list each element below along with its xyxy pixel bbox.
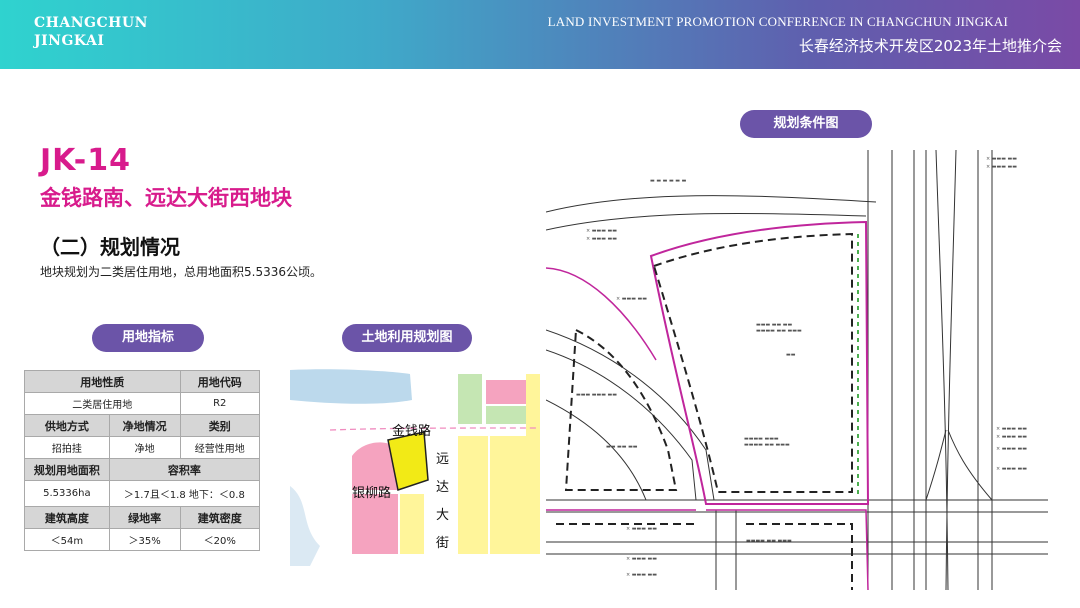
road-label-yuanda-2: 达 xyxy=(436,480,450,495)
table-header-density: 建筑密度 xyxy=(179,506,261,529)
table-cell-land-nature: 二类居住用地 xyxy=(24,392,181,415)
highlight-parcel xyxy=(387,431,429,491)
plan-map-label: 规划条件图 xyxy=(740,110,872,138)
table-cell-green: ＞35% xyxy=(108,528,181,551)
svg-text:× ▬▬▬ ▬▬: × ▬▬▬ ▬▬ xyxy=(986,156,1017,162)
svg-text:× ▬▬▬ ▬▬: × ▬▬▬ ▬▬ xyxy=(586,236,617,242)
table-header-land-nature: 用地性质 xyxy=(24,370,181,393)
svg-text:▬▬ ▬▬ ▬▬: ▬▬ ▬▬ ▬▬ xyxy=(606,444,638,450)
residential-parcel-d xyxy=(526,374,540,554)
table-cell-land-code: R2 xyxy=(179,392,261,415)
planning-conditions-drawing: ▬ ▬ ▬ ▬ ▬ ▬ × ▬▬▬ ▬▬ × ▬▬▬ ▬▬ × ▬▬▬ ▬▬ ×… xyxy=(546,150,1048,590)
svg-text:▬▬▬ ▬▬ ▬▬: ▬▬▬ ▬▬ ▬▬ xyxy=(756,322,793,328)
svg-text:× ▬▬▬ ▬▬: × ▬▬▬ ▬▬ xyxy=(626,526,657,532)
svg-text:× ▬▬▬ ▬▬: × ▬▬▬ ▬▬ xyxy=(626,556,657,562)
table-header-far: 容积率 xyxy=(108,458,261,481)
svg-text:▬▬▬▬ ▬▬ ▬▬▬: ▬▬▬▬ ▬▬ ▬▬▬ xyxy=(746,538,792,544)
landuse-map: 金钱路 银柳路 远 达 大 街 xyxy=(290,366,540,566)
table-cell-height: ＜54m xyxy=(24,528,110,551)
road-label-yuanda-4: 街 xyxy=(436,536,450,551)
road-label-yuanda-3: 大 xyxy=(436,508,450,523)
svg-text:▬ ▬ ▬ ▬ ▬ ▬: ▬ ▬ ▬ ▬ ▬ ▬ xyxy=(650,178,687,184)
table-header-height: 建筑高度 xyxy=(24,506,110,529)
conference-title-en: LAND INVESTMENT PROMOTION CONFERENCE IN … xyxy=(547,14,1008,29)
svg-text:× ▬▬▬ ▬▬: × ▬▬▬ ▬▬ xyxy=(626,572,657,578)
table-cell-far: ＞1.7且＜1.8 地下：＜0.8 xyxy=(108,480,261,507)
road-label-yinliu: 银柳路 xyxy=(352,486,392,501)
residential-parcel-a xyxy=(400,494,424,554)
parcel-name: 金钱路南、远达大街西地块 xyxy=(40,186,292,210)
landuse-map-label: 土地利用规划图 xyxy=(342,324,472,352)
svg-text:× ▬▬▬ ▬▬: × ▬▬▬ ▬▬ xyxy=(586,228,617,234)
table-header-area: 规划用地面积 xyxy=(24,458,110,481)
water-body xyxy=(290,369,412,404)
svg-text:× ▬▬▬ ▬▬: × ▬▬▬ ▬▬ xyxy=(996,426,1027,432)
header-banner: CHANGCHUN JINGKAI LAND INVESTMENT PROMOT… xyxy=(0,0,1080,69)
site-boundary xyxy=(649,220,870,505)
svg-text:▬▬: ▬▬ xyxy=(786,352,796,358)
landuse-map-graphic xyxy=(290,366,540,566)
svg-text:▬▬▬▬ ▬▬ ▬▬▬: ▬▬▬▬ ▬▬ ▬▬▬ xyxy=(756,328,802,334)
green-strip-a xyxy=(458,374,482,424)
road-label-yuanda-1: 远 xyxy=(436,452,450,467)
svg-text:× ▬▬▬ ▬▬: × ▬▬▬ ▬▬ xyxy=(996,446,1027,452)
brand-line-2: JINGKAI xyxy=(34,33,105,49)
table-header-land-code: 用地代码 xyxy=(179,370,261,393)
conference-title-cn: 长春经济技术开发区2023年土地推介会 xyxy=(798,37,1062,55)
green-strip-b xyxy=(486,406,526,424)
water-channel xyxy=(290,486,320,566)
svg-text:× ▬▬▬ ▬▬: × ▬▬▬ ▬▬ xyxy=(616,296,647,302)
table-cell-supply: 招拍挂 xyxy=(24,436,110,459)
residential-parcel-b xyxy=(458,436,488,554)
brand-line-1: CHANGCHUN xyxy=(34,15,148,31)
svg-text:× ▬▬▬ ▬▬: × ▬▬▬ ▬▬ xyxy=(986,164,1017,170)
indicators-label: 用地指标 xyxy=(92,324,204,352)
table-cell-category: 经营性用地 xyxy=(179,436,261,459)
table-header-green: 绿地率 xyxy=(108,506,181,529)
commercial-parcel-c xyxy=(486,380,526,404)
planning-boundary-line xyxy=(329,427,540,431)
svg-text:× ▬▬▬ ▬▬: × ▬▬▬ ▬▬ xyxy=(996,434,1027,440)
section-description: 地块规划为二类居住用地，总用地面积5.5336公顷。 xyxy=(40,265,322,279)
table-cell-density: ＜20% xyxy=(179,528,261,551)
table-header-net: 净地情况 xyxy=(108,414,181,437)
svg-text:▬▬▬▬ ▬▬▬: ▬▬▬▬ ▬▬▬ xyxy=(744,436,779,442)
svg-text:▬▬▬ ▬▬▬ ▬▬: ▬▬▬ ▬▬▬ ▬▬ xyxy=(576,392,617,398)
table-cell-area: 5.5336ha xyxy=(24,480,110,507)
parcel-code: JK-14 xyxy=(40,143,132,178)
commercial-parcel-b xyxy=(352,494,398,554)
road-label-jinqian: 金钱路 xyxy=(392,424,432,439)
brand-logo-text: CHANGCHUN JINGKAI xyxy=(34,14,148,50)
svg-text:× ▬▬▬ ▬▬: × ▬▬▬ ▬▬ xyxy=(996,466,1027,472)
table-header-category: 类别 xyxy=(179,414,261,437)
section-title: （二）规划情况 xyxy=(40,235,180,259)
indicators-table: 用地性质 用地代码 二类居住用地 R2 供地方式 净地情况 类别 招拍挂 净地 … xyxy=(24,370,261,551)
svg-text:▬▬▬▬ ▬▬ ▬▬▬: ▬▬▬▬ ▬▬ ▬▬▬ xyxy=(744,442,790,448)
table-header-supply: 供地方式 xyxy=(24,414,110,437)
yuanda-street-road xyxy=(429,430,455,560)
commercial-parcel-a xyxy=(352,442,400,490)
residential-parcel-c xyxy=(490,436,526,554)
planning-conditions-graphic: ▬ ▬ ▬ ▬ ▬ ▬ × ▬▬▬ ▬▬ × ▬▬▬ ▬▬ × ▬▬▬ ▬▬ ×… xyxy=(546,150,1048,590)
table-cell-net: 净地 xyxy=(108,436,181,459)
